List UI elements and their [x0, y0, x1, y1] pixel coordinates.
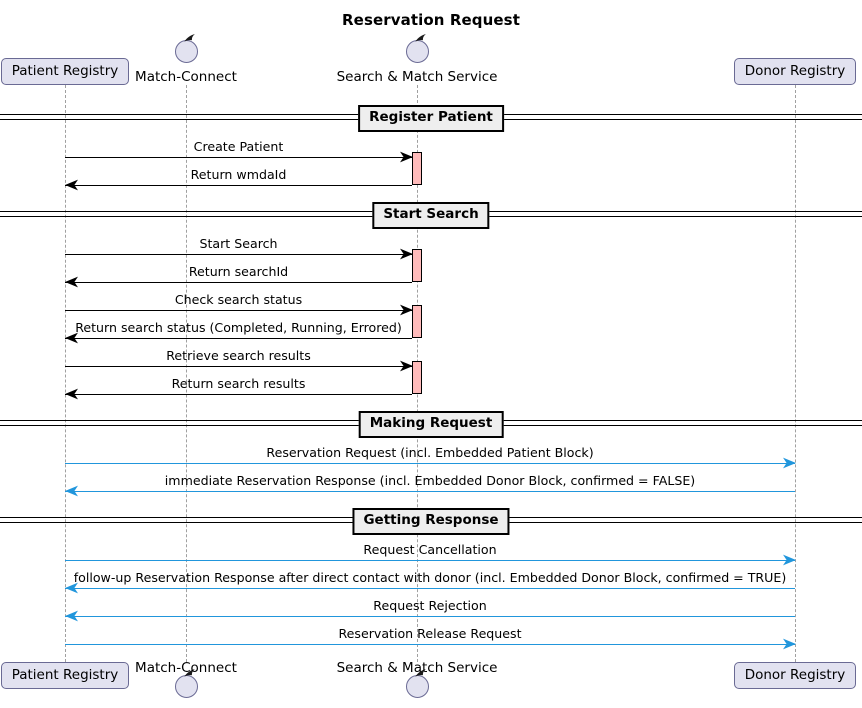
- section-label-register-patient: Register Patient: [358, 105, 504, 132]
- message-label-return-searchid: Return searchId: [188, 264, 289, 279]
- participant-label: Patient Registry: [11, 666, 119, 683]
- participant-patient-registry-bottom[interactable]: Patient Registry: [0, 662, 130, 689]
- message-arrowhead-icon: [65, 388, 78, 400]
- message-line-reservation-release: [65, 644, 795, 645]
- message-line-return-searchid: [65, 282, 412, 283]
- message-label-return-search-status: Return search status (Completed, Running…: [75, 320, 402, 335]
- control-arrowhead-icon: [182, 667, 195, 680]
- section-label-getting-response: Getting Response: [352, 508, 510, 535]
- message-arrowhead-icon: [65, 276, 78, 288]
- lifeline-match-connect: [186, 85, 187, 662]
- control-arrowhead-icon: [184, 34, 195, 42]
- message-line-return-search-status: [65, 338, 412, 339]
- message-line-return-search-results: [65, 394, 412, 395]
- control-arrowhead-icon: [415, 34, 426, 42]
- message-arrowhead-icon: [400, 248, 413, 260]
- message-label-retrieve-search-results: Retrieve search results: [166, 348, 311, 363]
- activation-check-status: [412, 305, 422, 338]
- message-label-check-search-status: Check search status: [174, 292, 303, 307]
- message-arrowhead-icon: [65, 485, 78, 497]
- message-line-check-search-status: [65, 310, 412, 311]
- message-label-reservation-release: Reservation Release Request: [338, 626, 522, 641]
- participant-label: Match-Connect: [135, 660, 237, 676]
- participant-label: Donor Registry: [744, 62, 846, 79]
- message-label-return-wmdaid: Return wmdaId: [190, 167, 287, 182]
- message-label-start-search: Start Search: [199, 236, 278, 251]
- message-label-request-cancellation: Request Cancellation: [363, 542, 497, 557]
- message-arrowhead-icon: [400, 151, 413, 163]
- message-arrowhead-icon: [783, 638, 796, 650]
- participant-label: Search & Match Service: [336, 660, 498, 676]
- message-label-reservation-request: Reservation Request (incl. Embedded Pati…: [266, 445, 594, 460]
- control-arrowhead-icon: [413, 667, 426, 680]
- message-label-immediate-response: immediate Reservation Response (incl. Em…: [164, 473, 696, 488]
- message-arrowhead-icon: [65, 610, 78, 622]
- message-arrowhead-icon: [65, 332, 78, 344]
- lifeline-donor-registry: [795, 85, 796, 662]
- participant-donor-registry-bottom[interactable]: Donor Registry: [733, 662, 857, 689]
- lifeline-patient-registry: [65, 85, 66, 662]
- message-line-immediate-response: [65, 491, 795, 492]
- message-label-create-patient: Create Patient: [193, 139, 284, 154]
- participant-label: Donor Registry: [744, 666, 846, 683]
- message-arrowhead-icon: [400, 304, 413, 316]
- message-arrowhead-icon: [65, 179, 78, 191]
- message-line-return-wmdaid: [65, 185, 412, 186]
- participant-label: Match-Connect: [135, 69, 237, 85]
- section-label-start-search: Start Search: [372, 202, 490, 229]
- message-arrowhead-icon: [400, 360, 413, 372]
- message-line-create-patient: [65, 157, 412, 158]
- message-line-request-rejection: [65, 616, 795, 617]
- message-line-reservation-request: [65, 463, 795, 464]
- message-label-request-rejection: Request Rejection: [373, 598, 487, 613]
- control-arrowhead-icon: [182, 32, 195, 45]
- activation-start-search: [412, 249, 422, 282]
- message-line-retrieve-search-results: [65, 366, 412, 367]
- message-arrowhead-icon: [65, 582, 78, 594]
- activation-retrieve-results: [412, 361, 422, 394]
- message-line-followup-response: [65, 588, 795, 589]
- participant-patient-registry-top[interactable]: Patient Registry: [0, 58, 130, 85]
- participant-donor-registry-top[interactable]: Donor Registry: [733, 58, 857, 85]
- message-arrowhead-icon: [783, 457, 796, 469]
- message-arrowhead-icon: [783, 554, 796, 566]
- message-line-request-cancellation: [65, 560, 795, 561]
- control-arrowhead-icon: [413, 32, 426, 45]
- activation-register-patient: [412, 152, 422, 185]
- control-arrowhead-icon: [415, 669, 426, 677]
- participant-label: Patient Registry: [11, 62, 119, 79]
- message-label-followup-response: follow-up Reservation Response after dir…: [73, 570, 787, 585]
- message-label-return-search-results: Return search results: [171, 376, 306, 391]
- control-arrowhead-icon: [184, 669, 195, 677]
- section-label-making-request: Making Request: [358, 411, 504, 438]
- participant-label: Search & Match Service: [336, 69, 498, 85]
- message-line-start-search: [65, 254, 412, 255]
- diagram-title: Reservation Request: [342, 11, 520, 29]
